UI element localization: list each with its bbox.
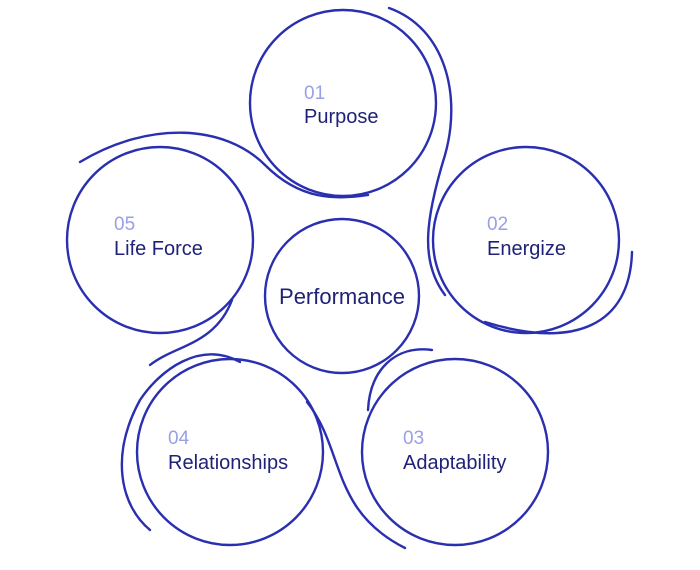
node-circle-lifeforce — [65, 145, 255, 335]
node-purpose: 01 Purpose — [304, 83, 379, 128]
node-adaptability: 03 Adaptability — [403, 428, 506, 474]
connector-arc-purpose-lifeforce — [78, 131, 370, 199]
node-number: 03 — [403, 428, 424, 449]
node-circle-purpose — [248, 8, 438, 198]
node-number: 04 — [168, 428, 190, 449]
connector-arc-relationships-adaptability — [305, 400, 407, 550]
node-label: Adaptability — [403, 452, 506, 474]
node-circle-energize — [431, 145, 621, 335]
node-lifeforce: 05 Life Force — [114, 214, 203, 260]
node-label: Energize — [487, 238, 566, 260]
node-number: 05 — [114, 214, 135, 235]
connector-arcs — [78, 6, 634, 550]
connector-arc-adaptability-relationships — [366, 348, 434, 412]
node-number: 02 — [487, 214, 508, 235]
connector-arc-purpose-energize — [387, 6, 453, 297]
center-label: Performance — [279, 284, 405, 309]
node-number: 01 — [304, 83, 325, 104]
circles — [65, 8, 621, 547]
node-label: Purpose — [304, 106, 379, 128]
node-energize: 02 Energize — [487, 214, 566, 260]
node-relationships: 04 Relationships — [168, 428, 288, 474]
node-label: Life Force — [114, 238, 203, 260]
node-label: Relationships — [168, 452, 288, 474]
connector-arc-energize-adaptability — [483, 250, 634, 335]
node-circle-adaptability — [360, 357, 550, 547]
connector-arc-lifeforce-center — [148, 298, 234, 367]
node-circle-relationships — [135, 357, 325, 547]
center-circle — [263, 217, 421, 375]
connector-arc-relationships-outer — [120, 353, 242, 532]
